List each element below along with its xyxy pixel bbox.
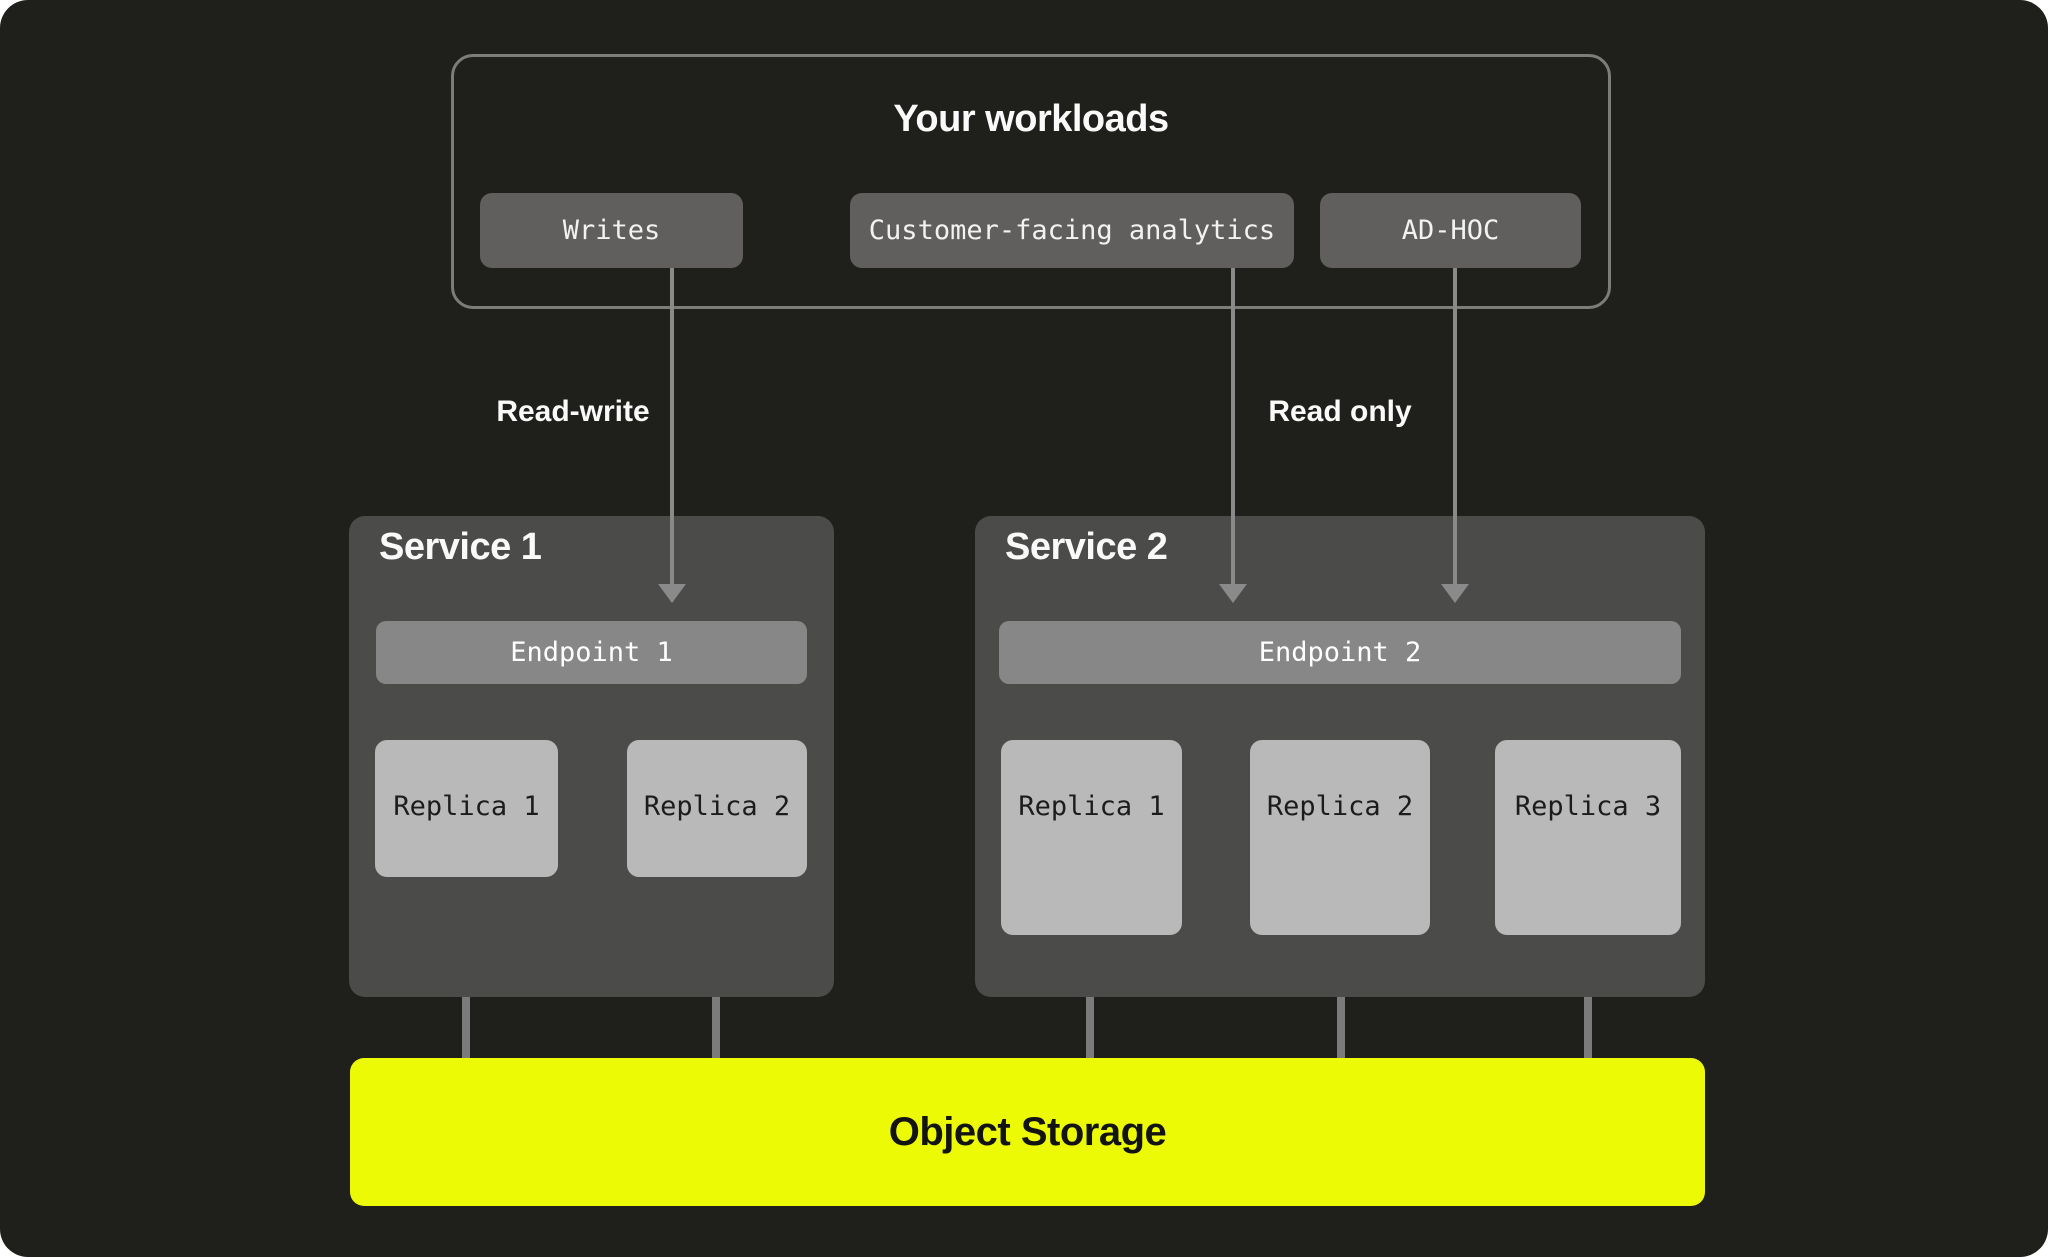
workload-chip-ad-hoc: AD-HOC — [1320, 193, 1581, 268]
arrow-read-only-1-stem — [1231, 268, 1235, 586]
service-2-replica-2: Replica 2 — [1250, 740, 1430, 935]
workload-chip-label: Writes — [562, 215, 661, 246]
workload-chip-customer-facing-analytics: Customer-facing analytics — [850, 193, 1294, 268]
arrow-read-write-head-icon — [658, 584, 686, 603]
service-1-replica-1: Replica 1 — [375, 740, 558, 877]
service-2-replica-1: Replica 1 — [1001, 740, 1182, 935]
service-2-title: Service 2 — [1005, 526, 1168, 568]
endpoint-label: Endpoint 1 — [510, 637, 673, 668]
service-1-replica-2: Replica 2 — [627, 740, 807, 877]
workloads-group-box — [451, 54, 1611, 309]
endpoint-label: Endpoint 2 — [1258, 637, 1422, 668]
service-2-replica-3: Replica 3 — [1495, 740, 1681, 935]
replica-label: Replica 1 — [393, 791, 540, 822]
object-storage-bar: Object Storage — [350, 1058, 1705, 1206]
read-write-label: Read-write — [496, 395, 650, 428]
object-storage-label: Object Storage — [888, 1109, 1167, 1154]
arrow-read-only-1-head-icon — [1219, 584, 1247, 603]
replica-label: Replica 3 — [1514, 791, 1662, 822]
replica-label: Replica 2 — [1266, 791, 1414, 822]
replica-label: Replica 1 — [1018, 791, 1165, 822]
workload-chip-label: Customer-facing analytics — [868, 215, 1276, 246]
workload-chip-writes: Writes — [480, 193, 743, 268]
endpoint-1-bar: Endpoint 1 — [376, 621, 807, 684]
arrow-read-only-2-head-icon — [1441, 584, 1469, 603]
arrow-read-write-stem — [670, 268, 674, 586]
endpoint-2-bar: Endpoint 2 — [999, 621, 1681, 684]
replica-label: Replica 2 — [643, 791, 791, 822]
arrow-read-only-2-stem — [1453, 268, 1457, 586]
service-1-title: Service 1 — [379, 526, 542, 568]
workloads-title: Your workloads — [893, 98, 1169, 140]
read-only-label: Read only — [1268, 395, 1412, 428]
workload-chip-label: AD-HOC — [1401, 215, 1500, 246]
